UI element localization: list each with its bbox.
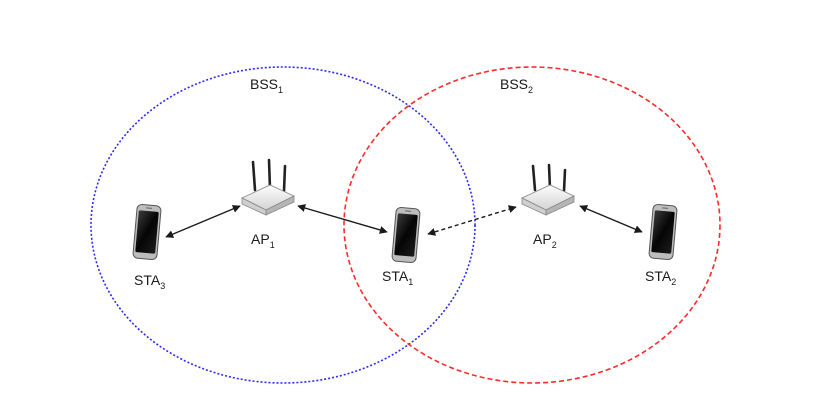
sta2-label: STA2 <box>645 268 676 287</box>
link-sta3-ap1 <box>165 205 241 238</box>
link-ap1-sta1 <box>297 204 388 234</box>
sta1-label: STA1 <box>382 268 413 287</box>
bss2-label: BSS2 <box>500 76 533 95</box>
ap1-label: AP1 <box>251 231 275 250</box>
bss1-label: BSS1 <box>250 76 283 95</box>
ap1-wifi-router-icon <box>241 158 295 216</box>
ap2-label: AP2 <box>533 231 557 250</box>
sta3-label: STA3 <box>134 272 165 291</box>
sta2-smartphone-icon <box>648 203 678 261</box>
link-ap2-sta2 <box>579 205 643 233</box>
sta1-smartphone-icon <box>391 206 421 264</box>
ap2-wifi-router-icon <box>521 163 575 216</box>
link-sta1-ap2 <box>427 205 517 236</box>
sta3-smartphone-icon <box>132 203 162 261</box>
